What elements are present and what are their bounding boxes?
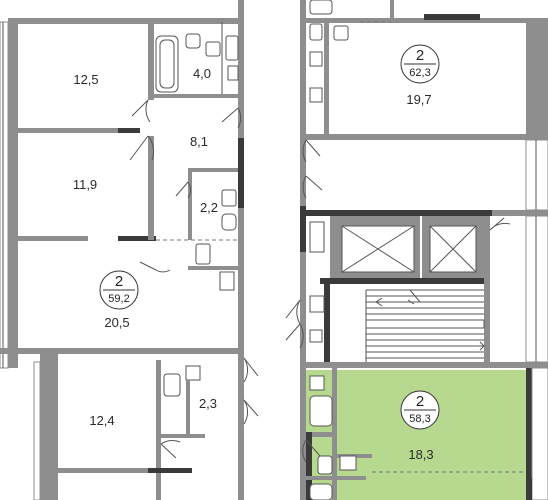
apartment-badge-highlighted[interactable]: 2 58,3	[400, 390, 440, 430]
left-block-walls	[0, 0, 244, 500]
room-area-label: 20,5	[104, 315, 129, 330]
room-area-label: 12,4	[89, 413, 114, 428]
room-area-label: 19,7	[406, 92, 431, 107]
stair	[365, 289, 485, 362]
right-block-fixtures	[309, 0, 357, 500]
room-area-label: 12,5	[73, 72, 98, 87]
lower-left-walls	[33, 354, 259, 500]
right-block-walls	[300, 0, 548, 500]
room-area-label: 4,0	[193, 66, 211, 81]
apartment-rooms-count: 2	[416, 393, 424, 410]
left-block-doors	[129, 99, 242, 273]
apartment-area: 62,3	[409, 67, 430, 79]
room-labels: 12,5 4,0 8,1 11,9 2,2 20,5 12,4 2,3 19,7…	[73, 66, 434, 462]
apartment-badge[interactable]: 2 62,3	[400, 44, 440, 84]
left-block-fixtures	[155, 33, 239, 397]
room-area-label: 8,1	[190, 134, 208, 149]
right-block-doors	[285, 139, 511, 463]
apartment-area: 59,2	[108, 293, 129, 305]
apartment-area: 58,3	[409, 413, 430, 425]
room-area-label: 2,3	[199, 396, 217, 411]
room-area-label: 11,9	[73, 177, 97, 192]
apartment-highlight-fill[interactable]	[306, 370, 531, 500]
apartment-rooms-count: 2	[416, 47, 424, 64]
apartment-rooms-count: 2	[115, 273, 123, 290]
room-area-label: 2,2	[200, 200, 218, 215]
apartment-badge[interactable]: 2 59,2	[99, 270, 139, 310]
room-area-label: 18,3	[408, 447, 433, 462]
